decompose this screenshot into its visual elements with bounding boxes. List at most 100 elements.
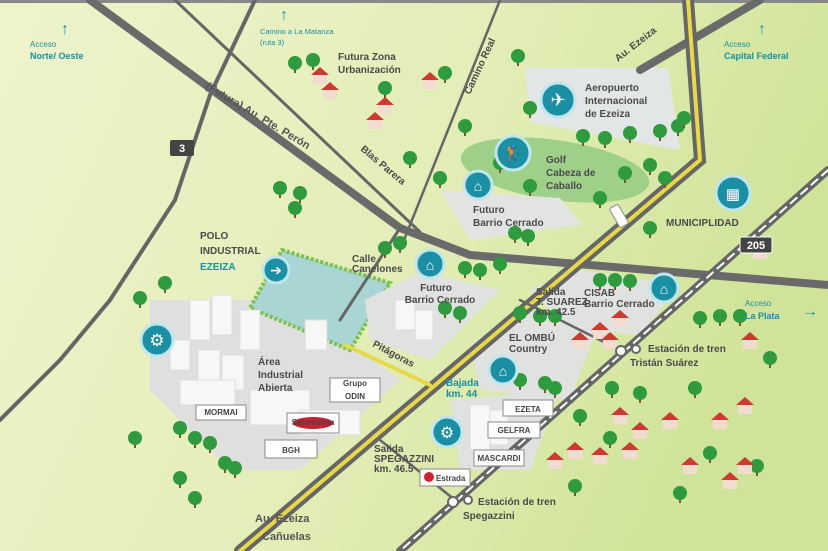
futuro-barrio-cerrado-2[interactable]: ⌂ Futuro Barrio Cerrado	[405, 248, 476, 306]
svg-text:Industrial: Industrial	[258, 370, 303, 381]
cisab[interactable]: CISAB Barrio Cerrado ⌂	[584, 272, 680, 310]
svg-text:Country: Country	[509, 344, 548, 355]
svg-text:Estrada: Estrada	[436, 474, 466, 483]
building-block	[179, 379, 236, 406]
tree-icon	[568, 479, 582, 496]
canelones-label: Calle Canelones	[352, 254, 403, 275]
tree-icon	[511, 49, 525, 66]
svg-text:Abierta: Abierta	[258, 383, 293, 394]
house-icon	[681, 457, 699, 474]
tree-icon	[677, 111, 691, 128]
svg-text:EZETA: EZETA	[515, 405, 541, 414]
tree-icon	[288, 201, 302, 218]
svg-text:Estación de tren: Estación de tren	[648, 344, 726, 355]
tree-icon	[593, 273, 607, 290]
camino-real-road	[398, 0, 502, 252]
tree-icon	[548, 381, 562, 398]
polo-industrial[interactable]: POLO INDUSTRIAL EZEIZA ➔	[200, 231, 291, 285]
estacion-spegazzini[interactable]: Estación de tren Spegazzini	[447, 495, 556, 522]
tree-icon	[521, 229, 535, 246]
house-icon	[736, 397, 754, 414]
estacion-tristan-suarez[interactable]: Estación de tren Tristán Suárez	[615, 344, 726, 369]
estrada-logo-icon	[424, 472, 434, 482]
tree-icon	[643, 221, 657, 238]
tree-icon	[643, 158, 657, 175]
svg-text:MUNICIPLIDAD: MUNICIPLIDAD	[666, 218, 739, 229]
tree-icon	[438, 66, 452, 83]
company-bgh[interactable]: BGH	[264, 439, 318, 459]
tree-icon	[293, 186, 307, 203]
tree-icon	[763, 351, 777, 368]
up-arrow-icon: ↑	[61, 21, 69, 38]
company-estrada[interactable]: Estrada	[419, 468, 471, 487]
tree-icon	[623, 274, 637, 291]
svg-text:Capital Federal: Capital Federal	[724, 51, 789, 61]
house-icon: ⌂	[660, 281, 668, 297]
house-icon	[741, 332, 759, 349]
tree-icon	[673, 486, 687, 503]
tree-icon	[133, 291, 147, 308]
svg-text:Salida: Salida	[536, 287, 566, 298]
building-block	[469, 404, 491, 451]
house-icon	[611, 310, 629, 327]
svg-text:POLO: POLO	[200, 231, 229, 242]
tree-icon	[458, 119, 472, 136]
tree-icon	[603, 431, 617, 448]
tree-icon	[438, 301, 452, 318]
acceso-norte-oeste[interactable]: ↑ Acceso Norte/ Oeste	[30, 21, 84, 61]
svg-text:(ruta 3): (ruta 3)	[260, 38, 285, 47]
pitagoras-road	[343, 343, 432, 387]
company-gelfra[interactable]: GELFRA	[487, 421, 541, 439]
svg-text:km. 44: km. 44	[446, 389, 478, 400]
company-mormai[interactable]: MORMAI	[195, 404, 247, 421]
company-ezeta[interactable]: EZETA	[502, 399, 554, 417]
railway-dashes	[399, 169, 828, 551]
tree-icon	[203, 436, 217, 453]
svg-text:T. SUAREZ: T. SUAREZ	[536, 297, 588, 308]
svg-text:Estación de tren: Estación de tren	[478, 497, 556, 508]
gear-marker-south[interactable]: ⚙	[430, 415, 464, 449]
tree-icon	[473, 263, 487, 280]
house-icon	[591, 447, 609, 464]
svg-text:EZEIZA: EZEIZA	[200, 262, 236, 273]
company-serenisima[interactable]: Serenísima	[286, 412, 340, 434]
tree-icon	[228, 461, 242, 478]
acceso-capital-federal[interactable]: ↑ Acceso Capital Federal	[724, 21, 789, 61]
tree-icon	[523, 101, 537, 118]
municipalidad[interactable]: ▦ MUNICIPLIDAD	[666, 174, 752, 229]
house-icon	[611, 407, 629, 424]
company-mascardi[interactable]: MASCARDI	[473, 449, 525, 467]
house-icon	[601, 332, 619, 349]
airplane-icon: ✈	[550, 90, 565, 110]
tree-icon	[188, 491, 202, 508]
acceso-la-plata[interactable]: Acceso La Plata →	[745, 299, 818, 321]
aeropuerto[interactable]: ✈ Aeropuerto Internacional de Ezeiza	[539, 81, 647, 120]
house-icon: ⌂	[474, 178, 482, 194]
svg-text:Camino a La Matanza: Camino a La Matanza	[260, 27, 334, 36]
svg-text:Serenísima: Serenísima	[292, 418, 335, 427]
svg-text:km. 46.5: km. 46.5	[374, 464, 414, 475]
arrow-right-icon: ➔	[270, 262, 282, 278]
camino-la-matanza[interactable]: ↑ Camino a La Matanza (ruta 3)	[260, 7, 334, 47]
tree-icon	[633, 386, 647, 403]
golf[interactable]: 🏌 Golf Cabeza de Caballo	[494, 134, 596, 192]
futuro-barrio-cerrado-1[interactable]: ⌂ Futuro Barrio Cerrado	[462, 169, 544, 229]
svg-text:Urbanización: Urbanización	[338, 65, 401, 76]
company-odin[interactable]: Grupo ODIN	[329, 377, 381, 403]
el-ombu[interactable]: EL OMBÚ Country ⌂	[487, 331, 555, 386]
tree-icon	[378, 241, 392, 258]
house-icon	[311, 67, 329, 84]
svg-text:Acceso: Acceso	[745, 299, 772, 308]
svg-text:BGH: BGH	[282, 446, 300, 455]
house-icon	[376, 97, 394, 114]
tree-icon	[288, 56, 302, 73]
area-industrial[interactable]: ⚙ Área Industrial Abierta	[139, 322, 303, 394]
svg-text:Calle: Calle	[352, 254, 376, 265]
house-icon	[736, 457, 754, 474]
svg-text:Grupo: Grupo	[343, 379, 367, 388]
gear-icon: ⚙	[149, 331, 164, 350]
tree-icon	[533, 309, 547, 326]
top-border	[0, 0, 828, 3]
